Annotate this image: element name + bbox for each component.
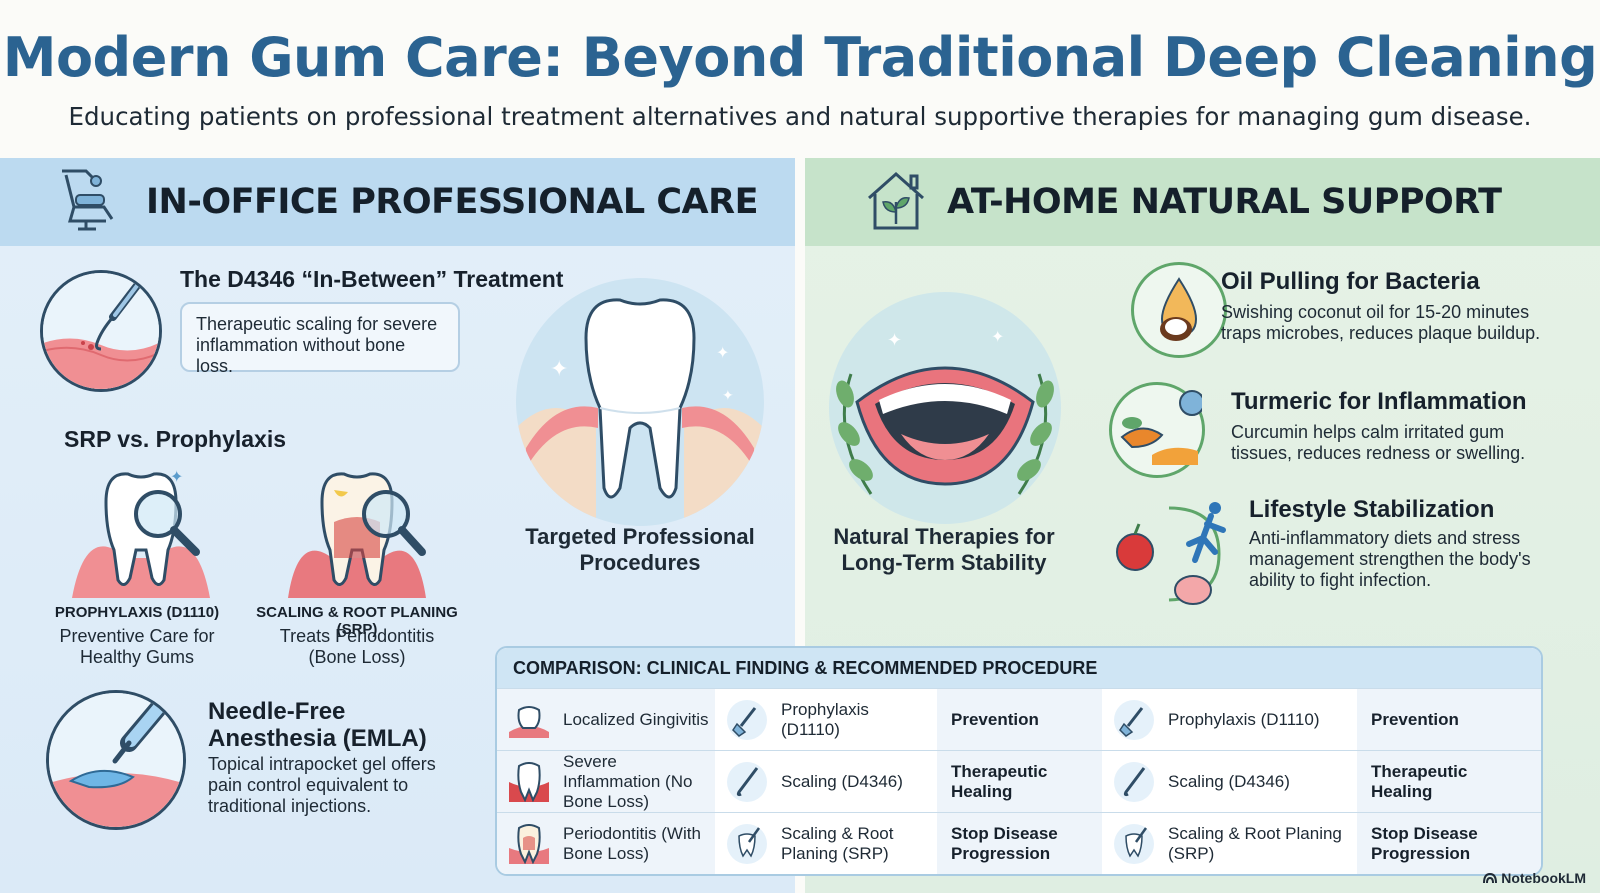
srp-code: SCALING & ROOT PLANING (SRP) (256, 604, 458, 638)
natural-therapies-caption: Natural Therapies for Long-Term Stabilit… (833, 524, 1055, 575)
scaler-icon (1110, 758, 1158, 806)
dental-chair-icon (56, 167, 128, 238)
goal-label: Prevention (951, 710, 1039, 729)
procedure-cell: Scaling & Root Planing (SRP) (715, 813, 937, 874)
table-row: Periodontitis (With Bone Loss) Scaling &… (497, 812, 1541, 874)
in-office-heading: IN-OFFICE PROFESSIONAL CARE (146, 182, 759, 222)
turmeric-icon (1109, 382, 1205, 478)
notebooklm-logo-icon (1483, 871, 1498, 887)
root-planing-icon (723, 820, 771, 868)
finding-cell: Severe Inflammation (No Bone Loss) (497, 751, 715, 813)
goal-cell-2: Prevention (1357, 689, 1541, 751)
house-plant-icon (863, 168, 929, 237)
polisher-icon (723, 696, 771, 744)
goal-label-2: Prevention (1371, 710, 1459, 729)
finding-label: Localized Gingivitis (563, 710, 709, 729)
comparison-title: COMPARISON: CLINICAL FINDING & RECOMMEND… (497, 648, 1541, 688)
scaling-tool-illustration (40, 270, 162, 392)
oil-pulling-desc: Swishing coconut oil for 15-20 minutes t… (1221, 302, 1541, 343)
finding-label: Periodontitis (With Bone Loss) (563, 824, 701, 863)
srp-vs-prophylaxis-title: SRP vs. Prophylaxis (64, 426, 287, 452)
d4346-description: Therapeutic scaling for severe inflammat… (196, 314, 438, 376)
procedure-label-2: Prophylaxis (D1110) (1168, 710, 1320, 729)
in-office-panel: IN-OFFICE PROFESSIONAL CARE The D4346 “I… (0, 158, 795, 893)
lifestyle-desc: Anti-inflammatory diets and stress manag… (1249, 528, 1531, 590)
gingivitis-tooth-icon (505, 696, 553, 744)
d4346-title: The D4346 “In-Between” Treatment (180, 266, 564, 292)
turmeric-title: Turmeric for Inflammation (1231, 388, 1527, 415)
d4346-callout: Therapeutic scaling for severe inflammat… (180, 302, 460, 376)
procedure-label-2: Scaling (D4346) (1168, 772, 1290, 791)
goal-label-2: Therapeutic Healing (1371, 762, 1468, 801)
at-home-heading: AT-HOME NATURAL SUPPORT (947, 182, 1502, 222)
anesthesia-description: Topical intrapocket gel offers pain cont… (208, 754, 436, 816)
polisher-icon (1110, 696, 1158, 744)
coconut-oil-icon (1131, 262, 1227, 358)
procedure-label: Scaling (D4346) (781, 772, 903, 791)
big-tooth-illustration: ✦ ✦ ✦ (516, 278, 764, 526)
svg-text:✦: ✦ (991, 327, 1004, 346)
finding-cell: Periodontitis (With Bone Loss) (497, 813, 715, 874)
anesthesia-gel-illustration (46, 690, 186, 830)
at-home-header: AT-HOME NATURAL SUPPORT (805, 158, 1600, 246)
goal-label: Therapeutic Healing (951, 762, 1048, 801)
goal-cell-2: Stop Disease Progression (1357, 813, 1541, 874)
table-row: Severe Inflammation (No Bone Loss) Scali… (497, 750, 1541, 813)
procedure-cell: Prophylaxis (D1110) (715, 689, 937, 751)
finding-cell: Localized Gingivitis (497, 689, 715, 751)
healthy-tooth-illustration: ✦ (66, 462, 216, 602)
decayed-tooth-icon (505, 820, 553, 868)
brand-label: NotebookLM (1501, 869, 1586, 886)
smiling-mouth-illustration: ✦ ✦ (821, 284, 1069, 532)
procedure-label: Scaling & Root Planing (SRP) (781, 824, 894, 863)
turmeric-desc: Curcumin helps calm irritated gum tissue… (1231, 422, 1526, 463)
svg-text:✦: ✦ (170, 467, 183, 486)
svg-text:✦: ✦ (887, 330, 902, 351)
procedure-cell: Scaling (D4346) (715, 751, 937, 813)
inflamed-tooth-icon (505, 758, 553, 806)
goal-cell: Therapeutic Healing (937, 751, 1102, 813)
lifestyle-icon (1111, 498, 1227, 608)
scaler-icon (723, 758, 771, 806)
root-planing-icon (1110, 820, 1158, 868)
page-title: Modern Gum Care: Beyond Traditional Deep… (2, 26, 1598, 89)
lifestyle-title: Lifestyle Stabilization (1249, 496, 1495, 523)
finding-label: Severe Inflammation (No Bone Loss) (563, 752, 693, 811)
procedure-cell-2: Scaling (D4346) (1102, 751, 1357, 813)
procedure-label-2: Scaling & Root Planing (SRP) (1168, 824, 1342, 863)
goal-cell-2: Therapeutic Healing (1357, 751, 1541, 813)
goal-label: Stop Disease Progression (951, 824, 1058, 863)
srp-desc: Treats Periodontitis (Bone Loss) (279, 626, 435, 667)
svg-text:✦: ✦ (716, 343, 729, 362)
periodontitis-tooth-illustration (282, 462, 432, 602)
procedure-label: Prophylaxis (D1110) (781, 700, 869, 739)
in-office-header: IN-OFFICE PROFESSIONAL CARE (0, 158, 795, 246)
procedure-cell-2: Prophylaxis (D1110) (1102, 689, 1357, 751)
table-row: Localized Gingivitis Prophylaxis (D1110)… (497, 688, 1541, 751)
goal-cell: Stop Disease Progression (937, 813, 1102, 874)
comparison-table: COMPARISON: CLINICAL FINDING & RECOMMEND… (495, 646, 1543, 876)
svg-text:✦: ✦ (722, 388, 734, 404)
svg-text:✦: ✦ (550, 357, 568, 382)
notebooklm-brand: NotebookLM (1483, 870, 1586, 887)
goal-cell: Prevention (937, 689, 1102, 751)
oil-pulling-title: Oil Pulling for Bacteria (1221, 268, 1480, 295)
targeted-caption: Targeted Professional Procedures (525, 524, 755, 575)
procedure-cell-2: Scaling & Root Planing (SRP) (1102, 813, 1357, 874)
page-subtitle: Educating patients on professional treat… (68, 102, 1532, 131)
prophylaxis-desc: Preventive Care for Healthy Gums (59, 626, 215, 667)
goal-label-2: Stop Disease Progression (1371, 824, 1478, 863)
anesthesia-title: Needle-Free Anesthesia (EMLA) (208, 698, 427, 752)
prophylaxis-code: PROPHYLAXIS (D1110) (54, 604, 220, 621)
